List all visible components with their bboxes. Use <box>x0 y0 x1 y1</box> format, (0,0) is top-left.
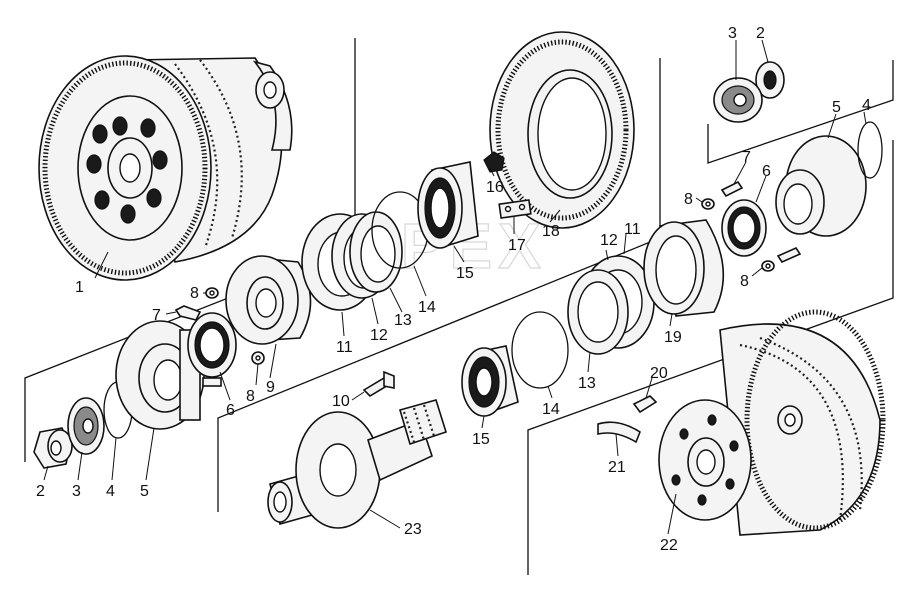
frame-bottom-right-group <box>527 140 894 575</box>
label-part-2-left: 2 <box>36 483 45 500</box>
label-part-9: 9 <box>266 379 275 396</box>
label-part-18: 18 <box>542 223 560 240</box>
frame-center-group <box>217 58 661 512</box>
label-part-20: 20 <box>650 365 668 382</box>
part-10-bolt <box>362 370 395 398</box>
group-frames <box>24 38 894 575</box>
label-part-5-right: 5 <box>832 99 841 116</box>
label-part-8-right-a: 8 <box>684 191 693 208</box>
part-16-nut <box>483 151 505 173</box>
part-7-bolt-left <box>174 305 222 387</box>
part-14-snap-ring-lower <box>511 311 569 389</box>
label-part-11-right: 11 <box>624 221 641 238</box>
label-part-3-right: 3 <box>728 25 737 42</box>
part-22-differential-housing <box>658 309 886 536</box>
part-1-ring-gear-housing <box>38 55 293 281</box>
part-15-bearing-lower <box>461 345 519 417</box>
label-part-14-lower: 14 <box>542 401 560 418</box>
label-part-4-right: 4 <box>862 97 871 114</box>
label-part-16: 16 <box>486 179 504 196</box>
part-17-lock-plate <box>498 199 532 219</box>
label-part-8-left-a: 8 <box>190 285 199 302</box>
label-part-12-right: 12 <box>600 232 618 249</box>
part-7-bolt-right <box>720 180 802 264</box>
part-18-bevel-gear <box>489 31 635 229</box>
frame-top-right-group <box>707 60 894 164</box>
part-20-bolt <box>632 395 658 414</box>
label-part-2-right: 2 <box>756 25 765 42</box>
label-part-13-left: 13 <box>394 312 412 329</box>
label-part-8-left-b: 8 <box>246 388 255 405</box>
part-2-slotted-nut-left <box>33 427 73 469</box>
label-part-13-right: 13 <box>578 375 596 392</box>
label-part-5-left: 5 <box>140 483 149 500</box>
label-part-4-left: 4 <box>106 483 115 500</box>
part-19-bearing-cage <box>643 219 725 317</box>
part-5-flange-right <box>775 135 867 237</box>
label-part-7-right: 7 <box>742 149 751 166</box>
label-part-23: 23 <box>404 521 422 538</box>
label-part-1: 1 <box>75 279 84 296</box>
label-part-15-upper: 15 <box>456 265 474 282</box>
label-part-17: 17 <box>508 237 526 254</box>
callout-labels: 1 2 3 4 5 6 7 8 8 9 10 11 12 13 14 15 16… <box>36 25 871 554</box>
part-8-washer-right-a <box>701 198 715 210</box>
label-part-6-right: 6 <box>762 163 771 180</box>
part-23-output-shaft <box>267 399 447 529</box>
part-6-oil-seal-left <box>187 312 237 378</box>
label-part-8-right-b: 8 <box>740 273 749 290</box>
label-part-15-lower: 15 <box>472 431 490 448</box>
label-part-22: 22 <box>660 537 678 554</box>
part-21-lock-plate <box>597 421 641 444</box>
part-3-lock-washer-left <box>67 397 105 455</box>
label-part-21: 21 <box>608 459 626 476</box>
part-13-shim-right <box>567 269 629 355</box>
part-2-slotted-nut-right <box>755 61 785 99</box>
label-part-11-left: 11 <box>336 339 353 356</box>
label-part-7-left: 7 <box>152 307 161 324</box>
label-part-19: 19 <box>664 329 682 346</box>
label-part-14-upper: 14 <box>418 299 436 316</box>
part-5-flange-left <box>115 320 205 430</box>
part-6-oil-seal-right <box>721 199 767 257</box>
part-8-washer-right-b <box>761 260 775 272</box>
leader-lines <box>43 39 867 535</box>
part-8-washer-left-a <box>205 287 219 299</box>
part-13-shim-left <box>349 211 403 293</box>
part-3-lock-washer-right <box>713 77 763 123</box>
part-4-snap-ring-right <box>857 121 883 179</box>
label-part-6-left: 6 <box>226 402 235 419</box>
label-part-10: 10 <box>332 393 350 410</box>
part-15-bearing-upper <box>417 161 479 249</box>
part-9-carrier <box>225 255 312 345</box>
label-part-12-left: 12 <box>370 327 388 344</box>
part-8-washer-left-b <box>251 351 265 365</box>
label-part-3-left: 3 <box>72 483 81 500</box>
